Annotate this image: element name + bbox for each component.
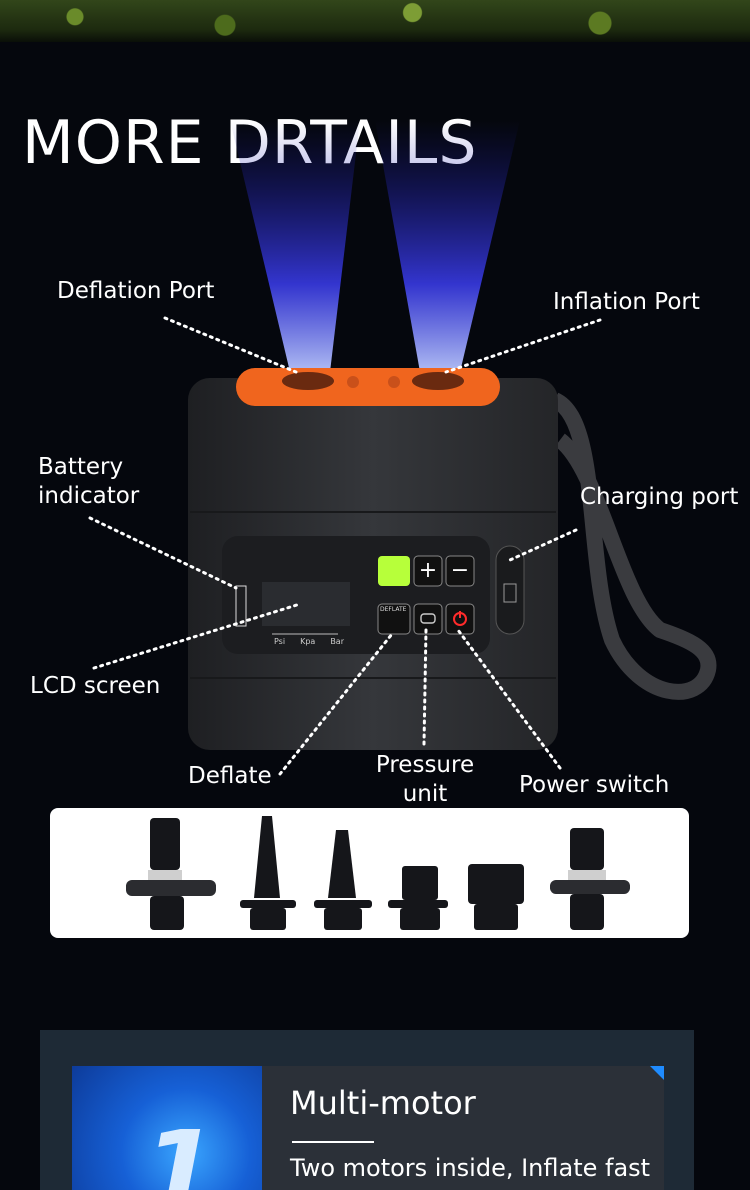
deflate-button	[377, 603, 411, 635]
battery-indicator	[235, 585, 247, 627]
unit-kpa: Kpa	[300, 637, 316, 646]
deflation-port-label: Deflation Port	[57, 278, 215, 304]
inflation-port-label: Inflation Port	[553, 289, 700, 315]
feature-title: Multi-motor	[290, 1084, 476, 1122]
lcd-display	[262, 582, 350, 626]
pressure-unit-button	[413, 603, 443, 635]
minus-button	[445, 555, 475, 587]
feature-card: 1 Multi-motor Two motors inside, Inflate…	[72, 1066, 664, 1190]
charging-port-label: Charging port	[580, 484, 739, 510]
battery-label-line2: indicator	[38, 482, 140, 509]
inflation-air-beam	[375, 120, 520, 372]
cone-nozzle-medium	[314, 830, 372, 930]
charging-port	[495, 545, 525, 635]
battery-label-line1: Battery	[38, 454, 124, 480]
orange-top-rim	[236, 368, 500, 406]
carry-strap	[550, 392, 717, 700]
lcd-screen-label: LCD screen	[30, 673, 161, 699]
nozzle-set	[126, 816, 630, 930]
minus-key-text: −	[450, 558, 470, 583]
inflation-port	[412, 372, 464, 390]
deflate-key-text: DEFLATE	[380, 606, 407, 613]
cylinder-nozzle-large	[468, 864, 524, 930]
battery-indicator-label: Battery indicator	[38, 453, 139, 511]
plus-button	[413, 555, 443, 587]
valve-adapter-1	[126, 818, 216, 930]
unit-psi: Psi	[274, 637, 286, 646]
cone-nozzle-long	[240, 816, 296, 930]
corner-accent	[650, 1066, 664, 1080]
feature-description: Two motors inside, Inflate fast	[290, 1154, 651, 1182]
unit-bar: Bar	[330, 637, 344, 646]
pressure-label-line1: Pressure unit	[375, 752, 475, 807]
accessories-panel	[50, 808, 689, 938]
plus-key-text: +	[418, 558, 438, 583]
valve-adapter-2	[550, 828, 630, 930]
unit-labels: Psi Kpa Bar	[274, 637, 344, 646]
power-switch-label: Power switch	[519, 772, 670, 798]
feature-section: 1 Multi-motor Two motors inside, Inflate…	[40, 1030, 694, 1190]
power-button	[445, 603, 475, 635]
title-underline	[292, 1141, 374, 1143]
feature-number: 1	[142, 1107, 219, 1190]
feature-thumbnail: 1	[72, 1066, 262, 1190]
deflate-label: Deflate	[188, 763, 272, 789]
deflation-port	[282, 372, 334, 390]
cylinder-nozzle-small	[388, 866, 448, 930]
deflation-air-beam	[230, 120, 360, 372]
grass-banner	[0, 0, 750, 42]
auto-button	[378, 556, 410, 586]
